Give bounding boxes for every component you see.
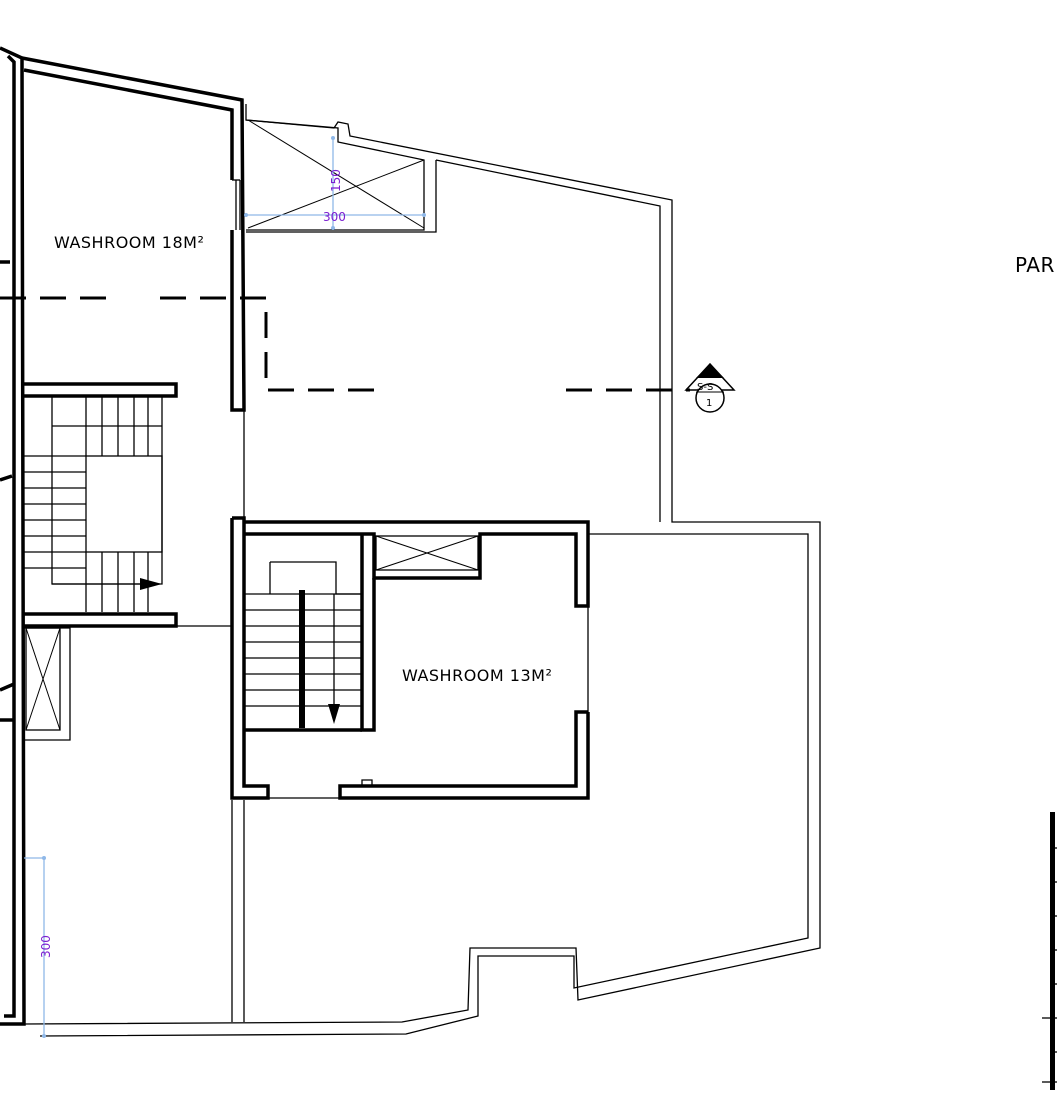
left-opening-dimension: 300	[24, 856, 53, 1038]
staircase-upper	[22, 382, 232, 628]
shaft-dimensions: 300 150	[244, 136, 426, 230]
washroom-lower-walls	[230, 516, 590, 800]
shaft-depth-label: 150	[329, 169, 343, 192]
shaft-width-label: 300	[323, 210, 346, 224]
shaft-upper	[247, 119, 425, 229]
central-divider	[231, 410, 245, 1022]
section-line: S-S 1	[0, 296, 736, 413]
scale-bar-fragment	[1042, 812, 1057, 1090]
left-opening-label: 300	[39, 935, 53, 958]
section-marker-name: S-S	[697, 382, 713, 393]
staircase-lower	[244, 561, 362, 728]
shaft-left	[0, 260, 71, 741]
washroom-13-label: WASHROOM 13M²	[402, 666, 552, 685]
section-marker-number: 1	[706, 398, 712, 409]
washroom-18-label: WASHROOM 18M²	[54, 233, 204, 252]
partial-label: PAR	[1015, 253, 1055, 277]
outer-walls	[0, 46, 821, 1037]
